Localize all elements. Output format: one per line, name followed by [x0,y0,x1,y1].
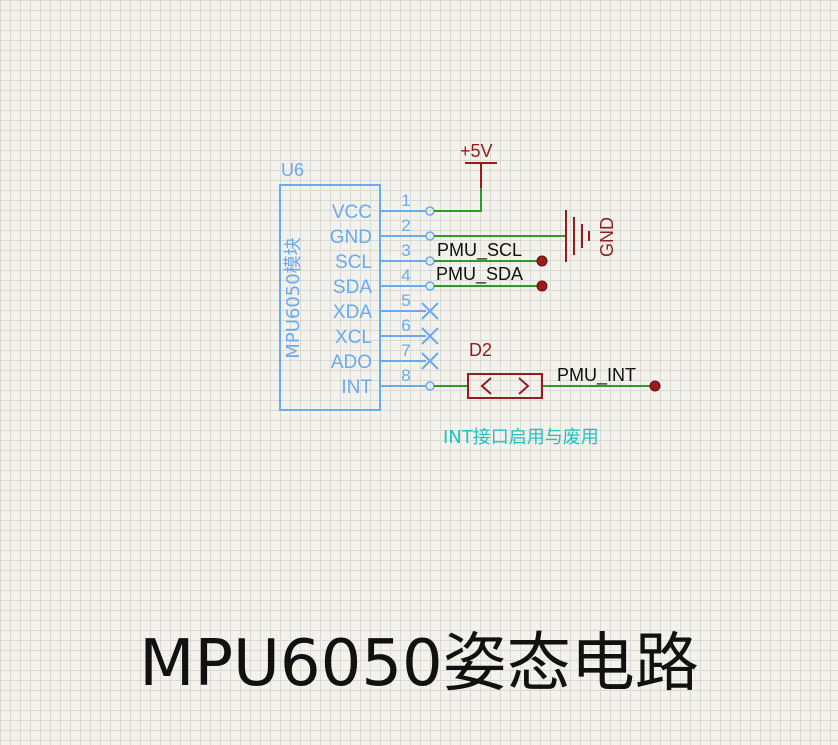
pin-end-4[interactable] [425,281,435,291]
pin-names: VCC GND SCL SDA XDA XCL ADO INT [330,202,373,398]
jumper-left-chevron [480,377,492,395]
net-label-sda: PMU_SDA [436,264,523,285]
net-flag-int[interactable] [649,380,661,392]
gnd-label: GND [597,217,617,257]
vcc-power-symbol[interactable]: +5V [460,141,497,188]
net-flag-scl[interactable] [536,255,548,267]
pin-end-2[interactable] [425,231,435,241]
pin-end-3[interactable] [425,256,435,266]
page-title: MPU6050姿态电路 [139,627,699,701]
jumper-body [467,373,543,399]
no-connect-marks [421,302,439,370]
pin-num-7: 7 [401,341,410,360]
no-connect-icon-5 [421,302,439,320]
no-connect-icon-7 [421,352,439,370]
module-ref: U6 [281,160,304,180]
pin-end-8[interactable] [425,381,435,391]
no-connect-icon-6 [421,327,439,345]
pin-numbers: 1 2 3 4 5 6 7 8 [401,191,410,385]
net-flag-sda[interactable] [536,280,548,292]
net-label-int: PMU_INT [557,365,636,386]
pin-end-1[interactable] [425,206,435,216]
pin-num-3: 3 [401,241,410,260]
jumper-ref: D2 [469,340,492,360]
pin-name-scl: SCL [335,252,372,273]
pin-name-gnd: GND [330,227,372,248]
pin-num-1: 1 [401,191,410,210]
pin-num-4: 4 [401,266,410,285]
module-name: MPU6050模块 [283,237,304,358]
net-labels: PMU_SCL PMU_SDA PMU_INT [436,240,661,392]
pin-num-6: 6 [401,316,410,335]
pin-num-2: 2 [401,216,410,235]
net-label-scl: PMU_SCL [437,240,522,261]
pin-num-8: 8 [401,366,410,385]
wire-vcc[interactable] [434,188,482,212]
pin-name-xda: XDA [333,302,372,323]
vcc-label: +5V [460,141,493,161]
wires [434,188,654,387]
module-body [279,184,381,411]
jumper-right-chevron [518,377,530,395]
pin-name-int: INT [341,377,372,398]
gnd-power-symbol[interactable]: GND [565,210,617,262]
pin-name-ado: ADO [331,352,372,373]
pin-name-vcc: VCC [332,202,372,223]
pin-num-5: 5 [401,291,410,310]
jumper-d2[interactable]: D2 [467,340,543,399]
pin-name-xcl: XCL [335,327,372,348]
mpu6050-module[interactable]: U6 MPU6050模块 [279,160,381,411]
pin-name-sda: SDA [333,277,372,298]
pin-lines [380,210,426,387]
int-note: INT接口启用与废用 [443,427,599,448]
